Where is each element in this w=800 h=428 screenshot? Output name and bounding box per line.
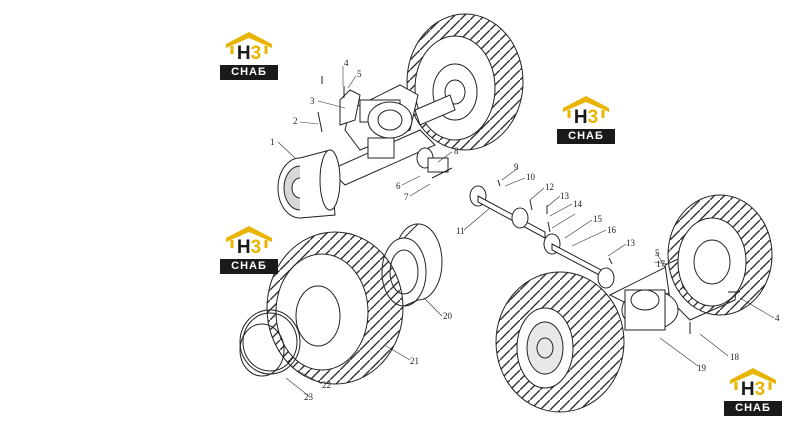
brand-logo-top-right: H3 СНАБ bbox=[555, 94, 617, 146]
callout-13: 13 bbox=[560, 191, 570, 201]
callout-18: 18 bbox=[730, 352, 740, 362]
callout-4: 4 bbox=[344, 58, 349, 68]
callout-13-repeat: 13 bbox=[626, 238, 636, 248]
callout-3: 3 bbox=[310, 96, 315, 106]
logo-mark: H3 bbox=[236, 43, 262, 64]
small-parts bbox=[317, 76, 740, 334]
callout-5: 5 bbox=[357, 69, 362, 79]
upper-tire bbox=[406, 13, 524, 151]
callout-21: 21 bbox=[410, 356, 419, 366]
callout-2: 2 bbox=[293, 116, 298, 126]
callout-labels: 1 2 3 4 5 6 7 8 9 10 11 12 13 14 15 16 1… bbox=[270, 58, 780, 402]
callout-5-repeat: 5 bbox=[655, 248, 660, 258]
logo-wordmark: СНАБ bbox=[557, 129, 615, 144]
house-roof-icon bbox=[563, 96, 609, 118]
callout-17: 17 bbox=[656, 259, 666, 269]
lock-rings bbox=[239, 309, 301, 377]
logo-mark: H3 bbox=[236, 237, 262, 258]
callout-7: 7 bbox=[404, 192, 409, 202]
final-drive-hub bbox=[277, 149, 341, 219]
brand-logo-bottom-right: H3 СНАБ bbox=[722, 366, 784, 418]
leader-lines bbox=[277, 66, 775, 398]
logo-wordmark: СНАБ bbox=[220, 65, 278, 80]
callout-15: 15 bbox=[593, 214, 603, 224]
brand-logo-middle-left: H3 СНАБ bbox=[218, 224, 280, 276]
drive-shaft-upper bbox=[416, 147, 615, 289]
callout-14: 14 bbox=[573, 199, 583, 209]
callout-11: 11 bbox=[456, 226, 465, 236]
callout-6: 6 bbox=[396, 181, 401, 191]
callout-1: 1 bbox=[270, 137, 275, 147]
logo-wordmark: СНАБ bbox=[724, 401, 782, 416]
house-roof-icon bbox=[730, 368, 776, 390]
logo-mark: H3 bbox=[740, 379, 766, 400]
callout-22: 22 bbox=[322, 380, 331, 390]
lower-left-tire bbox=[495, 271, 625, 413]
callout-19: 19 bbox=[697, 363, 707, 373]
callout-9: 9 bbox=[514, 162, 519, 172]
callout-23: 23 bbox=[304, 392, 314, 402]
logo-wordmark: СНАБ bbox=[220, 259, 278, 274]
callout-16: 16 bbox=[607, 225, 617, 235]
logo-mark: H3 bbox=[573, 107, 599, 128]
upper-axle-housing bbox=[329, 84, 456, 186]
callout-10: 10 bbox=[526, 172, 536, 182]
house-roof-icon bbox=[226, 226, 272, 248]
callout-12: 12 bbox=[545, 182, 554, 192]
lower-right-tire bbox=[667, 194, 773, 316]
house-roof-icon bbox=[226, 32, 272, 54]
callout-20: 20 bbox=[443, 311, 453, 321]
callout-4-repeat: 4 bbox=[775, 313, 780, 323]
brand-logo-top-left: H3 СНАБ bbox=[218, 30, 280, 82]
callout-8: 8 bbox=[454, 146, 459, 156]
left-tire bbox=[266, 231, 404, 385]
